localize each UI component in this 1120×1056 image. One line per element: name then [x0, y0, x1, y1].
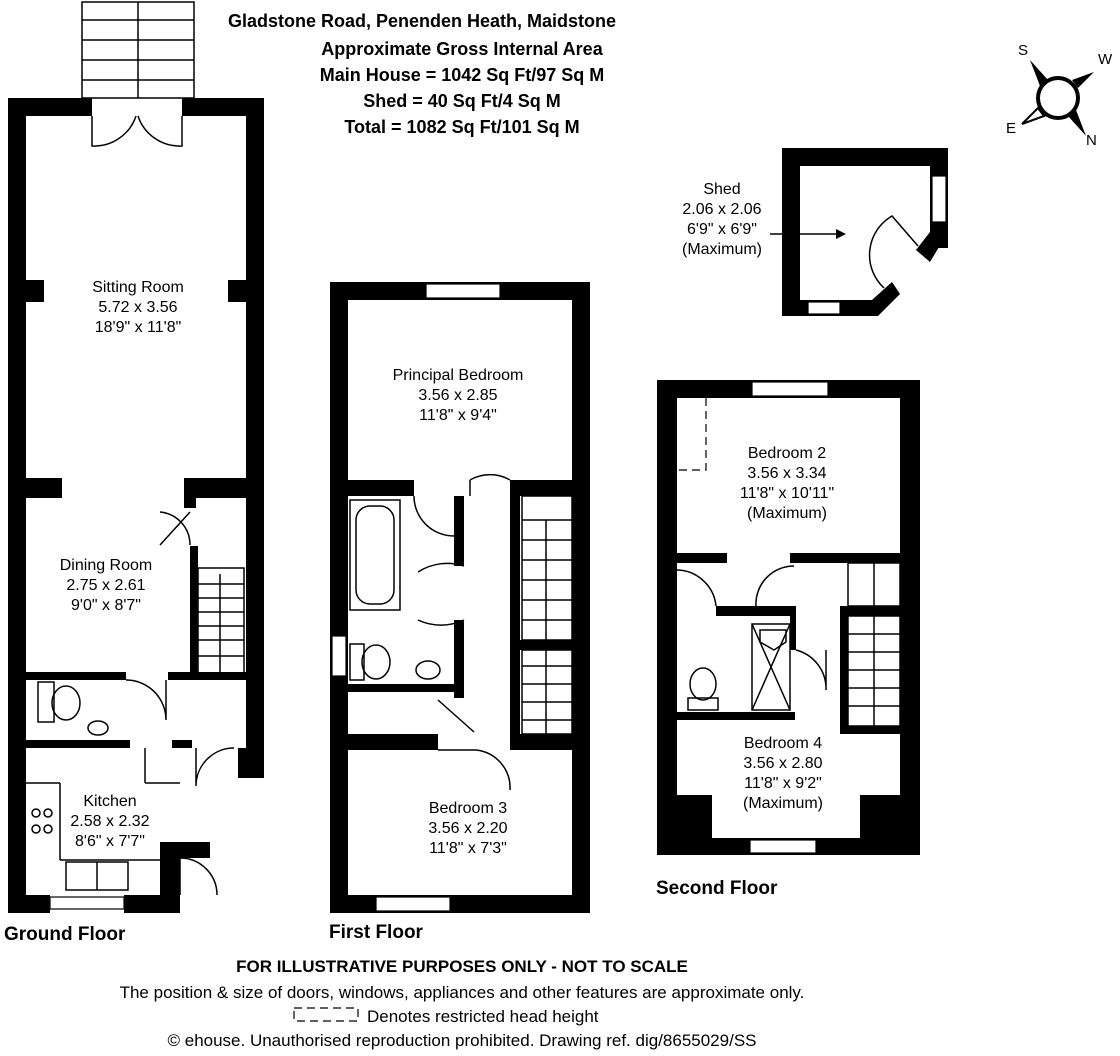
first-floor-label: First Floor	[329, 922, 424, 943]
shed-metric: 2.06 x 2.06	[682, 201, 761, 218]
bedroom-4-metric: 3.56 x 2.80	[743, 755, 822, 772]
restricted-height-legend: Denotes restricted head height	[367, 1007, 599, 1026]
first-floor-plan: Principal Bedroom 3.56 x 2.85 11'8" x 9'…	[329, 282, 590, 943]
bedroom-4-note: (Maximum)	[743, 795, 823, 812]
compass-icon: S W E N	[1006, 42, 1113, 149]
sitting-room-imperial: 18'9" x 11'8"	[95, 319, 182, 336]
bedroom-3-imperial: 11'8" x 7'3"	[429, 840, 507, 857]
dining-room-metric: 2.75 x 2.61	[66, 577, 145, 594]
shed-note: (Maximum)	[682, 241, 762, 258]
ground-floor-plan: Sitting Room 5.72 x 3.56 18'9" x 11'8" D…	[4, 1, 264, 945]
principal-bedroom-imperial: 11'8" x 9'4"	[419, 407, 497, 424]
header: Gladstone Road, Penenden Heath, Maidston…	[228, 11, 616, 137]
shed-plan: Shed 2.06 x 2.06 6'9" x 6'9" (Maximum)	[682, 148, 948, 316]
kitchen-imperial: 8'6" x 7'7"	[75, 833, 145, 850]
address-title: Gladstone Road, Penenden Heath, Maidston…	[228, 11, 616, 31]
compass-s: S	[1018, 42, 1028, 59]
bedroom-2-metric: 3.56 x 3.34	[747, 465, 826, 482]
copyright: © ehouse. Unauthorised reproduction proh…	[167, 1031, 756, 1050]
kitchen-metric: 2.58 x 2.32	[70, 813, 149, 830]
sitting-room-metric: 5.72 x 3.56	[98, 299, 177, 316]
area-subtitle: Approximate Gross Internal Area	[321, 39, 603, 59]
bedroom-2-label: Bedroom 2	[748, 445, 826, 462]
principal-bedroom-label: Principal Bedroom	[393, 367, 524, 384]
bedroom-2-note: (Maximum)	[747, 505, 827, 522]
shed-imperial: 6'9" x 6'9"	[687, 221, 757, 238]
features-note: The position & size of doors, windows, a…	[120, 983, 805, 1002]
compass-n: N	[1086, 132, 1097, 149]
kitchen-label: Kitchen	[83, 793, 136, 810]
bedroom-4-imperial: 11'8" x 9'2"	[744, 775, 822, 792]
dining-room-label: Dining Room	[60, 557, 152, 574]
compass-w: W	[1098, 51, 1113, 68]
principal-bedroom-metric: 3.56 x 2.85	[418, 387, 497, 404]
ground-floor-label: Ground Floor	[4, 924, 126, 945]
second-floor-plan: Bedroom 2 3.56 x 3.34 11'8" x 10'11" (Ma…	[656, 380, 920, 899]
compass-e: E	[1006, 120, 1016, 137]
bedroom-4-label: Bedroom 4	[744, 735, 822, 752]
bedroom-3-metric: 3.56 x 2.20	[428, 820, 507, 837]
second-floor-label: Second Floor	[656, 878, 778, 899]
restricted-height-legend-icon	[293, 1007, 359, 1022]
disclaimer: FOR ILLUSTRATIVE PURPOSES ONLY - NOT TO …	[236, 957, 688, 976]
total-area: Total = 1082 Sq Ft/101 Sq M	[344, 117, 579, 137]
bedroom-3-label: Bedroom 3	[429, 800, 507, 817]
shed-label: Shed	[703, 181, 740, 198]
dining-room-imperial: 9'0" x 8'7"	[71, 597, 141, 614]
sitting-room-label: Sitting Room	[92, 279, 184, 296]
shed-area: Shed = 40 Sq Ft/4 Sq M	[363, 91, 561, 111]
main-house-area: Main House = 1042 Sq Ft/97 Sq M	[320, 65, 605, 85]
bedroom-2-imperial: 11'8" x 10'11"	[740, 485, 834, 502]
footer: FOR ILLUSTRATIVE PURPOSES ONLY - NOT TO …	[120, 957, 805, 1050]
